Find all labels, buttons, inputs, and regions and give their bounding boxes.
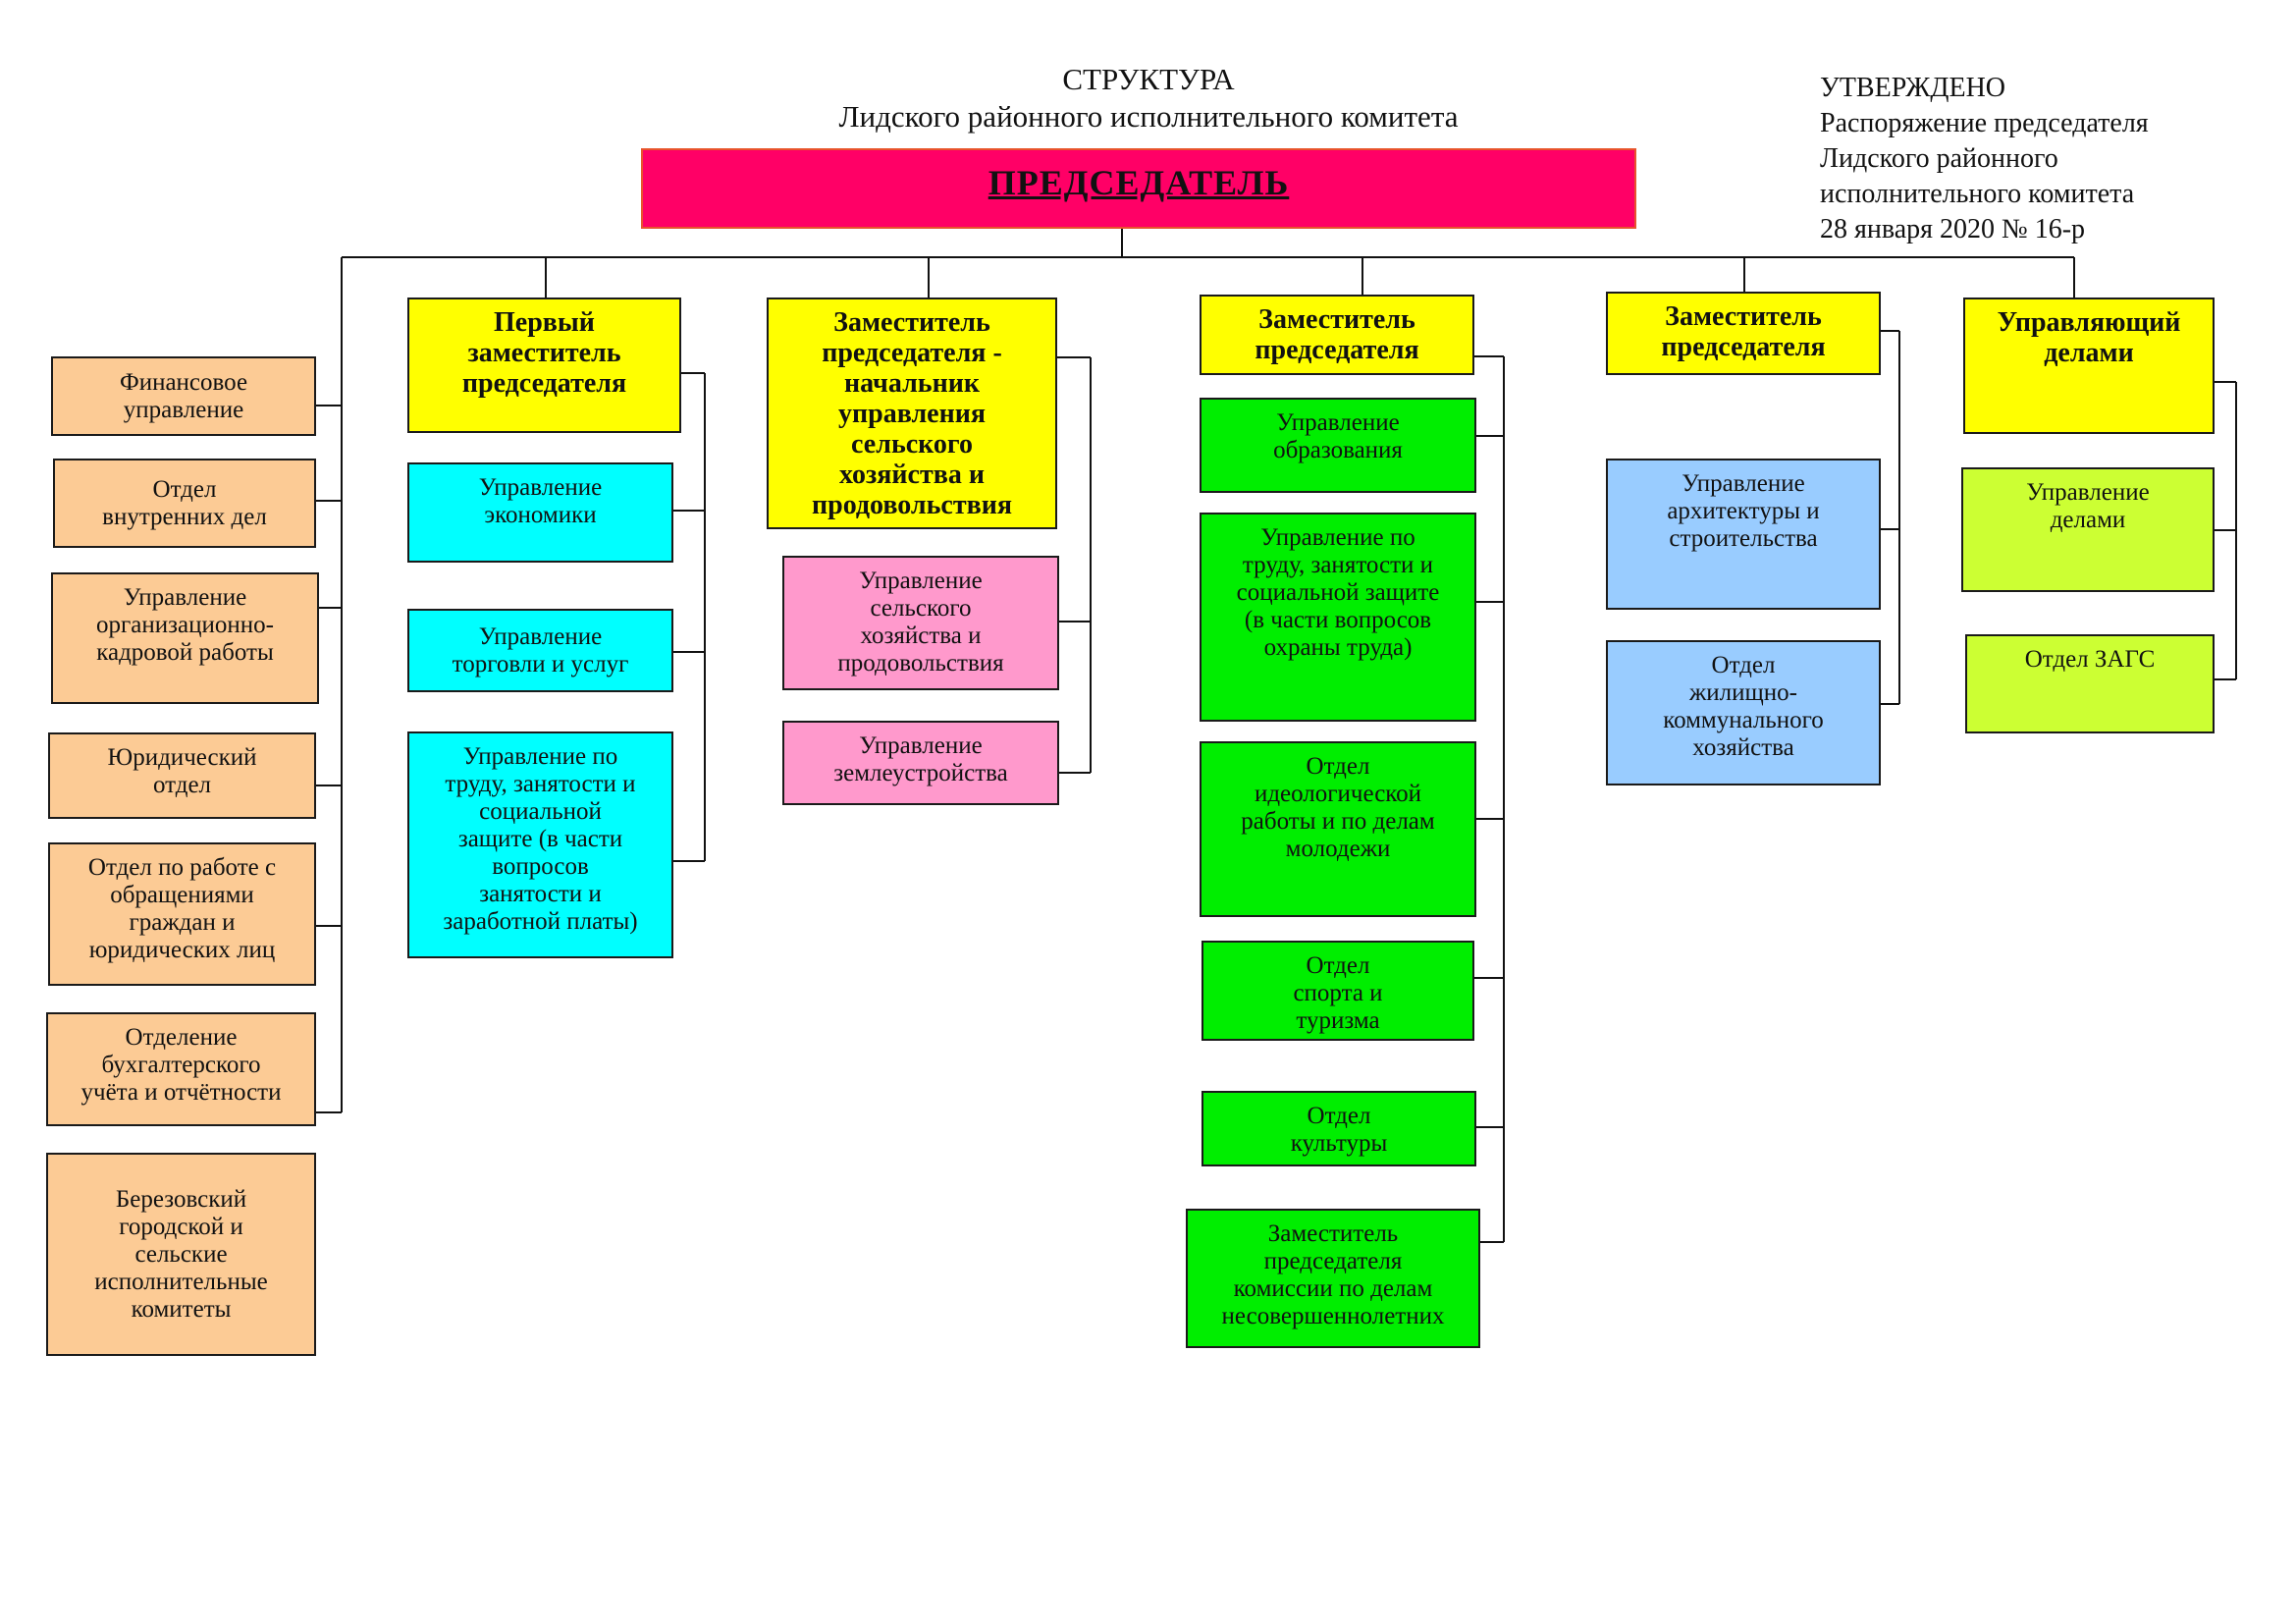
head-label: Заместитель председателя [1661,301,1826,362]
deputy-unit-box: Отдел культуры [1201,1091,1476,1166]
first-deputy-unit-label: Управление по труду, занятости и социаль… [443,743,638,935]
deputy-unit-label: Управление архитектуры и строительства [1667,470,1820,552]
left-unit-box: Березовский городской и сельские исполни… [46,1153,316,1356]
head-box-first-deputy: Первый заместитель председателя [407,298,681,433]
title-line-1: СТРУКТУРА [1062,62,1235,96]
deputy-unit-label: Отдел жилищно- коммунального хозяйства [1663,652,1824,761]
agri-unit-label: Управление землеустройства [833,732,1008,786]
head-label: Управляющий делами [1997,307,2181,368]
agri-unit-box: Управление землеустройства [782,721,1059,805]
approval-line: Лидского районного [1820,143,2058,174]
left-unit-label: Березовский городской и сельские исполни… [94,1185,268,1323]
left-unit-box: Управление организационно- кадровой рабо… [51,572,319,704]
affairs-unit-label: Управление делами [2026,479,2150,533]
head-label: Заместитель председателя [1255,304,1419,365]
left-unit-label: Юридический отдел [107,744,257,798]
head-box-deputy: Заместитель председателя [1200,295,1474,375]
left-unit-box: Отделение бухгалтерского учёта и отчётно… [46,1012,316,1126]
deputy-unit-box: Управление образования [1200,398,1476,493]
deputy-unit-label: Отдел идеологической работы и по делам м… [1241,753,1435,862]
left-unit-label: Отдел по работе с обращениями граждан и … [87,854,277,963]
approval-line: УТВЕРЖДЕНО [1820,73,2006,103]
approval-block: УТВЕРЖДЕНО Распоряжение председателя Лид… [1820,71,2149,247]
affairs-unit-label: Отдел ЗАГС [2024,646,2156,673]
agri-unit-label: Управление сельского хозяйства и продово… [837,568,1004,677]
deputy-unit-label: Отдел спорта и туризма [1293,952,1383,1034]
approval-line: 28 января 2020 № 16-р [1820,214,2086,244]
first-deputy-unit-label: Управление экономики [478,474,603,528]
first-deputy-unit-box: Управление по труду, занятости и социаль… [407,731,673,958]
deputy-unit-label: Заместитель председателя комиссии по дел… [1221,1220,1445,1329]
deputy-unit-label: Управление образования [1273,409,1403,463]
left-unit-label: Отдел внутренних дел [102,475,267,530]
head-box-agri-deputy: Заместитель председателя - начальник упр… [767,298,1057,529]
chairman-box: ПРЕДСЕДАТЕЛЬ [641,148,1636,229]
deputy-unit-box: Управление архитектуры и строительства [1606,459,1881,610]
chairman-label: ПРЕДСЕДАТЕЛЬ [988,163,1290,202]
deputy-unit-label: Управление по труду, занятости и социаль… [1236,524,1440,661]
title-line-2: Лидского районного исполнительного комит… [838,99,1459,134]
deputy-unit-box: Управление по труду, занятости и социаль… [1200,513,1476,722]
left-unit-label: Отделение бухгалтерского учёта и отчётно… [80,1024,282,1106]
deputy-unit-box: Отдел идеологической работы и по делам м… [1200,741,1476,917]
left-unit-label: Управление организационно- кадровой рабо… [96,584,274,666]
deputy-unit-label: Отдел культуры [1290,1103,1388,1157]
head-label: Заместитель председателя - начальник упр… [811,307,1013,520]
head-label: Первый заместитель председателя [461,307,627,399]
head-box-managing-affairs: Управляющий делами [1963,298,2215,434]
deputy-unit-box: Заместитель председателя комиссии по дел… [1186,1209,1480,1348]
head-box-deputy: Заместитель председателя [1606,292,1881,375]
affairs-unit-box: Отдел ЗАГС [1965,634,2215,733]
left-unit-box: Юридический отдел [48,732,316,819]
first-deputy-unit-box: Управление торговли и услуг [407,609,673,692]
left-unit-box: Финансовое управление [51,356,316,436]
approval-line: Распоряжение председателя [1820,108,2149,138]
first-deputy-unit-box: Управление экономики [407,462,673,563]
affairs-unit-box: Управление делами [1961,467,2215,592]
agri-unit-box: Управление сельского хозяйства и продово… [782,556,1059,690]
deputy-unit-box: Отдел жилищно- коммунального хозяйства [1606,640,1881,785]
page-title: СТРУКТУРА Лидского районного исполнитель… [687,61,1610,135]
left-unit-box: Отдел по работе с обращениями граждан и … [48,842,316,986]
left-unit-box: Отдел внутренних дел [53,459,316,548]
deputy-unit-box: Отдел спорта и туризма [1201,941,1474,1041]
first-deputy-unit-label: Управление торговли и услуг [452,623,629,677]
left-unit-label: Финансовое управление [119,368,248,423]
approval-line: исполнительного комитета [1820,179,2135,209]
